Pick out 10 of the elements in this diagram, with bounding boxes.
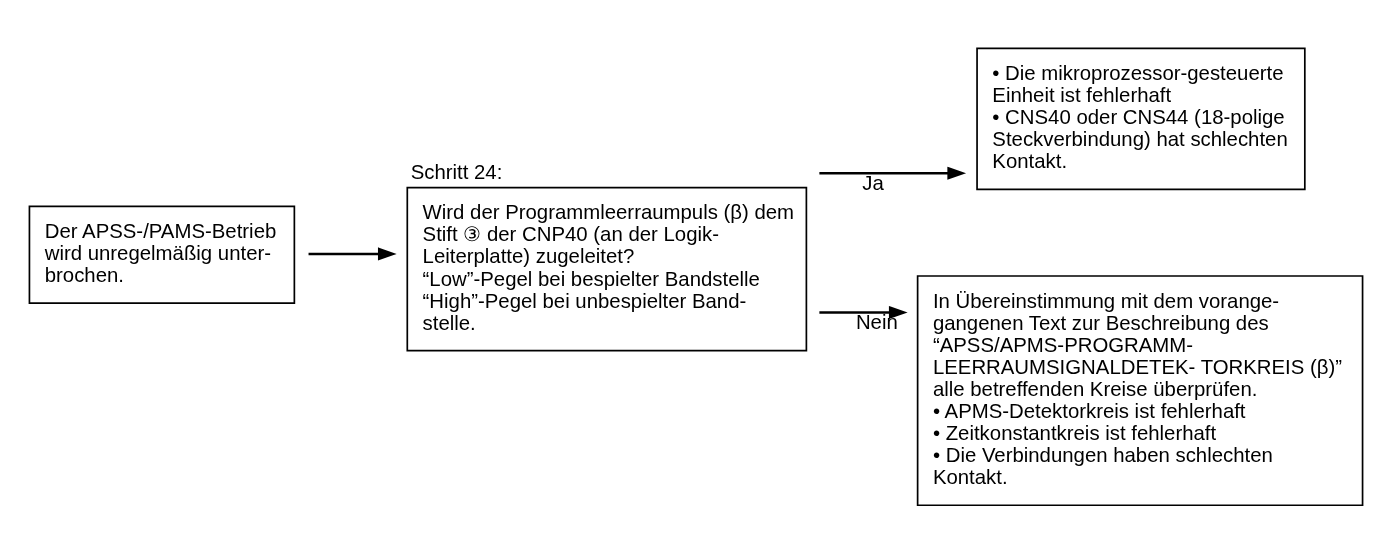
arrow <box>819 166 967 180</box>
arrow <box>308 247 397 261</box>
node-box: • Die mikroprozessor-gesteuerte Einheit ist fehlerhaft • CNS40 oder CNS44 (18-polige Steckverbindung) hat schlechten Kontakt. <box>976 47 1306 191</box>
node-box: Der APSS-/PAMS-Betrieb wird unregelmäßig unter- brochen. <box>28 205 296 305</box>
arrow <box>819 305 908 320</box>
node-box: Wird der Programmleerraumpuls (β) dem Stift ③ der CNP40 (an der Logik-Leiterplatte) zugeleitet? “Low”-Pegel bei bespielter Bandstelle “High”-Pegel bei unbespielter Band- stelle. <box>406 186 808 352</box>
edge-label: Ja <box>862 171 884 194</box>
node-box: In Übereinstimmung mit dem vorange- gangenen Text zur Beschreibung des “APSS/APMS-PROGRAMM- LEERRAUMSIGNALDETEK- TORKREIS (β)” alle betreffenden Kreise überprüfen. • APMS-Detektorkreis ist fehlerhaft • Zeitkonstantkreis ist fehlerhaft • Die Verbindungen haben schlechten Kontakt. <box>916 275 1364 507</box>
edge-label: Nein <box>855 310 898 333</box>
node-label: Schritt 24: <box>410 160 503 183</box>
